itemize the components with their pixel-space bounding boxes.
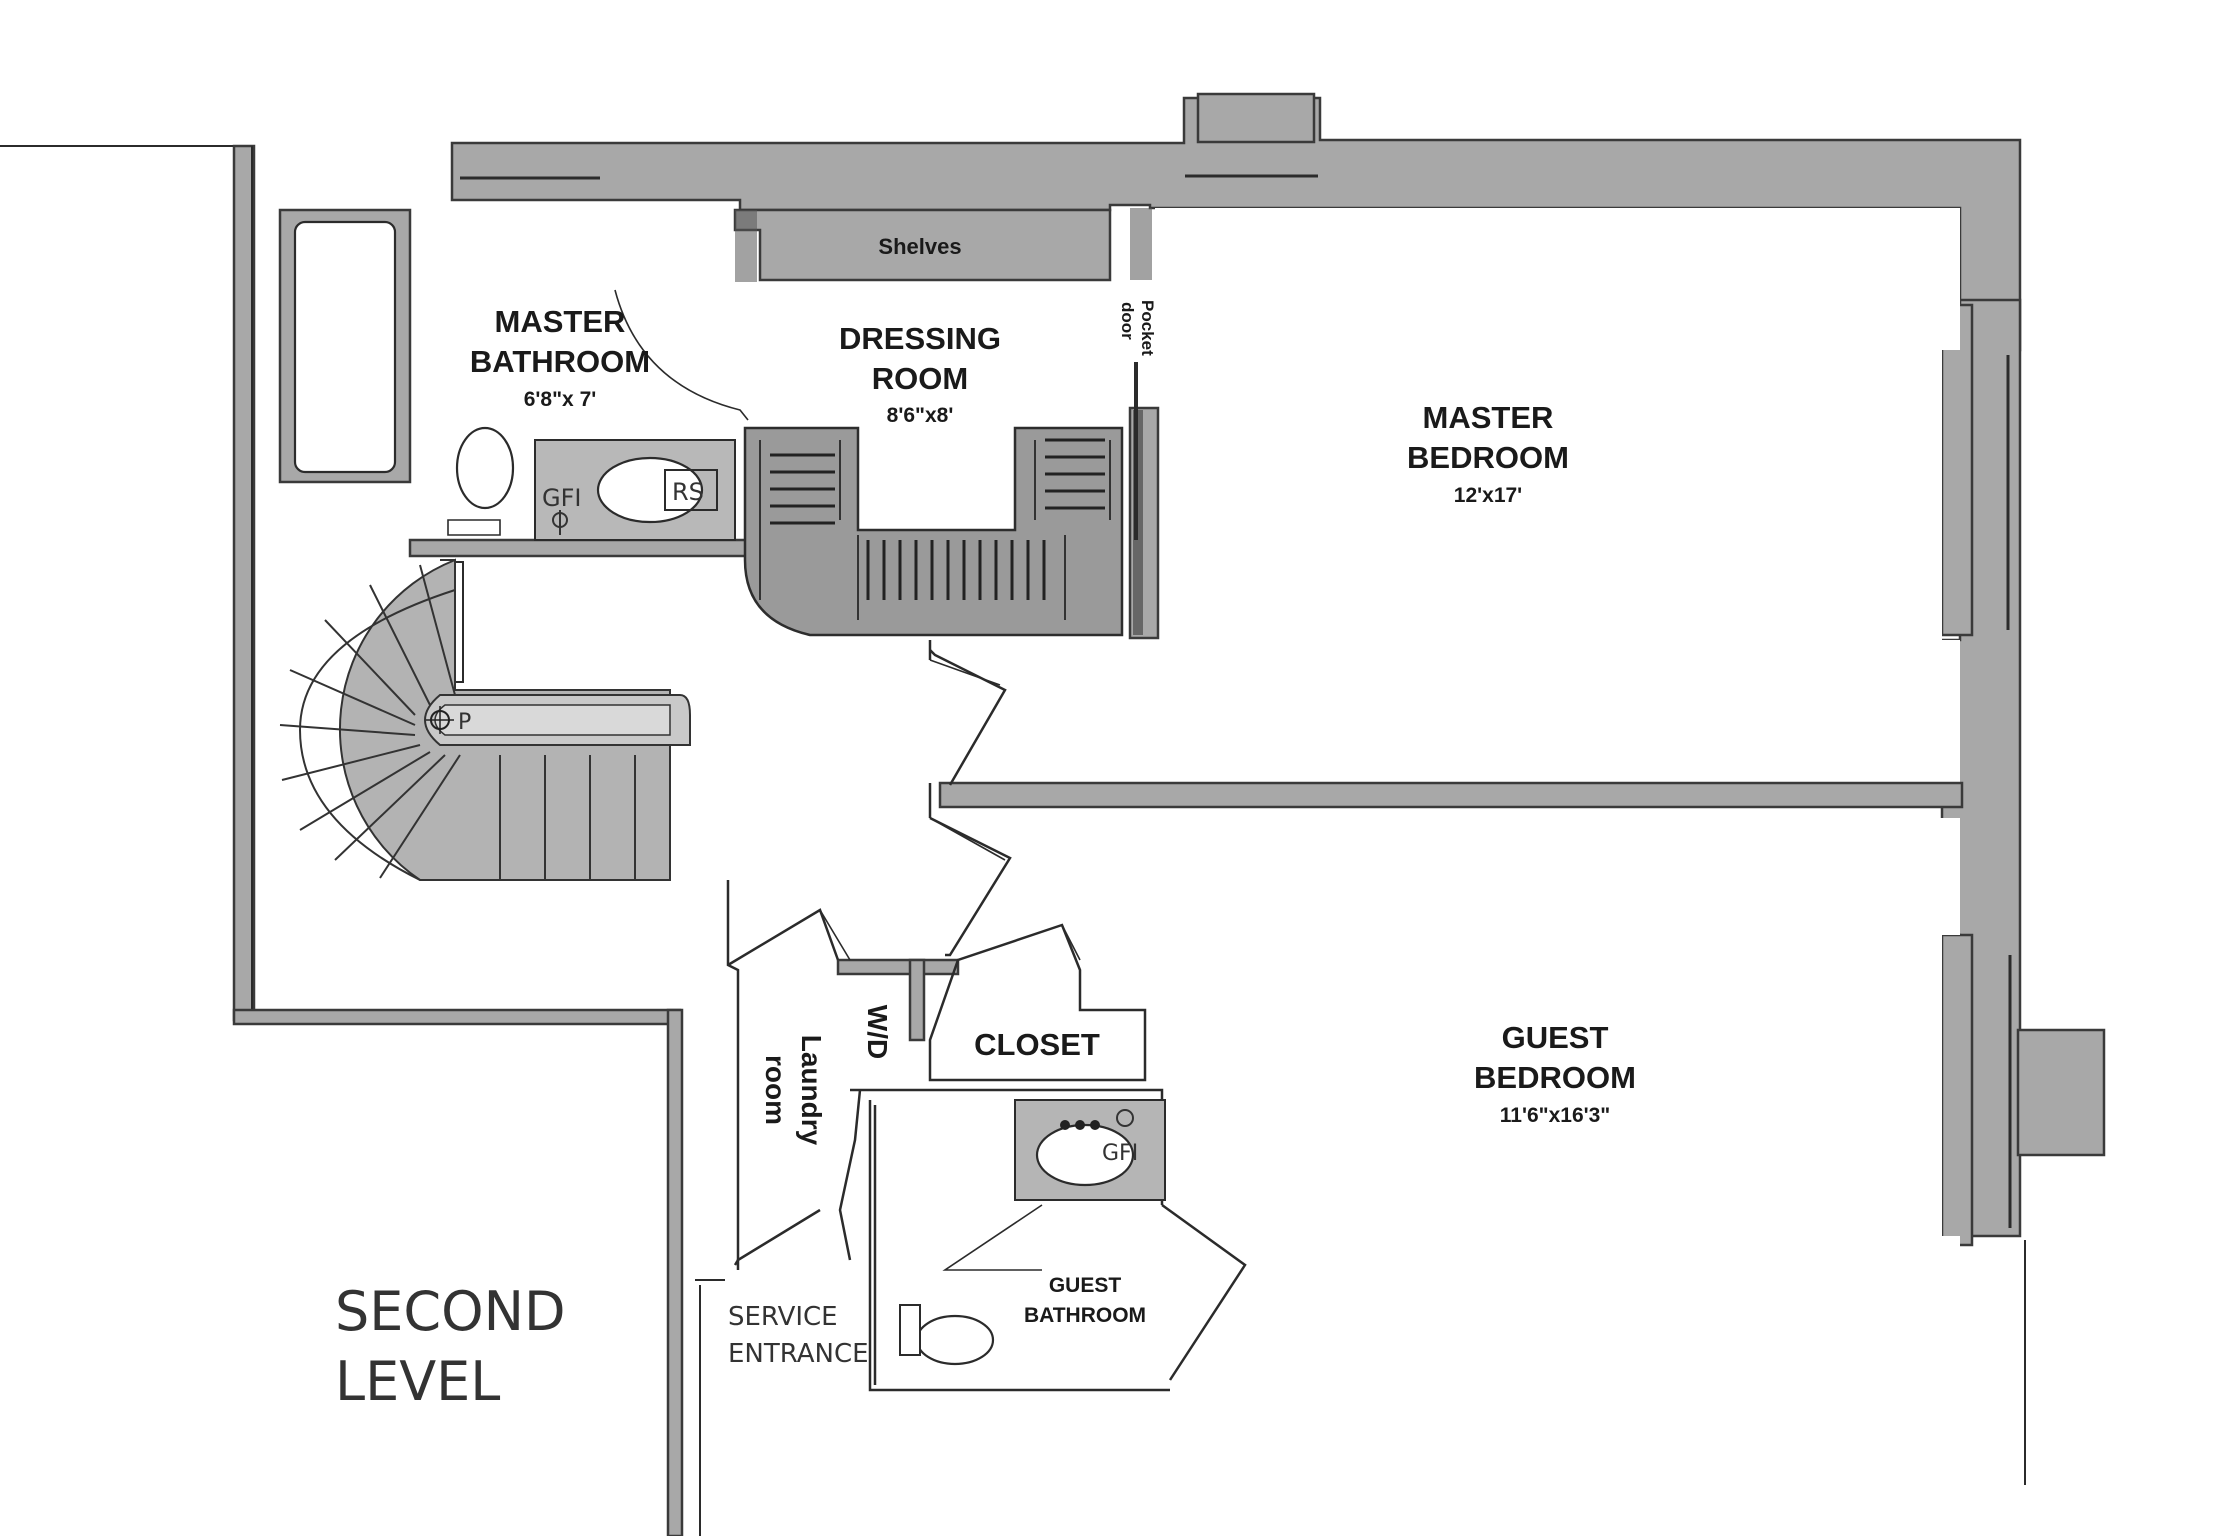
guest-bedroom-title-2: BEDROOM — [1474, 1060, 1636, 1095]
rs-label: RS — [672, 478, 704, 506]
shelves-label: Shelves — [878, 234, 961, 259]
exterior-walls — [232, 92, 2106, 1536]
sink-icon — [596, 456, 704, 524]
guest-bath-fixtures — [899, 1109, 1135, 1366]
pocket-door-label-1: Pocket — [1138, 300, 1157, 356]
gfi-master-label: GFI — [542, 484, 581, 512]
floor-level-label-1: SECOND — [335, 1280, 566, 1343]
floor-level-label-2: LEVEL — [335, 1350, 500, 1413]
guest-bathroom-title-1: GUEST — [1049, 1274, 1122, 1297]
guest-toilet-icon — [915, 1314, 995, 1366]
room-fills — [410, 208, 1960, 1390]
dressing-room-title-2: ROOM — [872, 361, 968, 396]
master-bedroom-title-1: MASTER — [1423, 400, 1554, 435]
master-bathroom-size: 6'8"x 7' — [524, 388, 597, 411]
pocket-door-label-2: door — [1118, 302, 1137, 340]
labels: Shelves MASTER BATHROOM 6'8"x 7' DRESSIN… — [335, 234, 1636, 1413]
guest-bathroom-title-2: BATHROOM — [1024, 1304, 1146, 1327]
master-bedroom-title-2: BEDROOM — [1407, 440, 1569, 475]
laundry-room-label-1: Laundry — [796, 1035, 827, 1146]
closet-label: CLOSET — [974, 1027, 1100, 1062]
wd-label: W/D — [862, 1005, 893, 1059]
guest-bedroom-size: 11'6"x16'3" — [1500, 1104, 1611, 1127]
service-entrance-label-2: ENTRANCE — [728, 1339, 869, 1369]
stair-p-label: P — [458, 710, 471, 735]
dressing-room-size: 8'6"x8' — [887, 404, 954, 427]
toilet-icon — [455, 426, 515, 510]
gfi-guest-label: GFI — [1102, 1141, 1138, 1166]
dressing-room-title-1: DRESSING — [839, 321, 1001, 356]
master-bedroom-size: 12'x17' — [1454, 484, 1522, 507]
master-bathroom-title-1: MASTER — [495, 304, 626, 339]
laundry-room-label-2: room — [760, 1055, 791, 1125]
door-swings — [819, 659, 1081, 961]
interior-walls — [408, 208, 1964, 1536]
service-entrance-label-1: SERVICE — [728, 1302, 838, 1332]
master-bath-fixtures — [278, 208, 749, 541]
master-bathroom-title-2: BATHROOM — [470, 344, 650, 379]
staircase: P — [279, 558, 691, 881]
guest-bedroom-title-1: GUEST — [1502, 1020, 1609, 1055]
